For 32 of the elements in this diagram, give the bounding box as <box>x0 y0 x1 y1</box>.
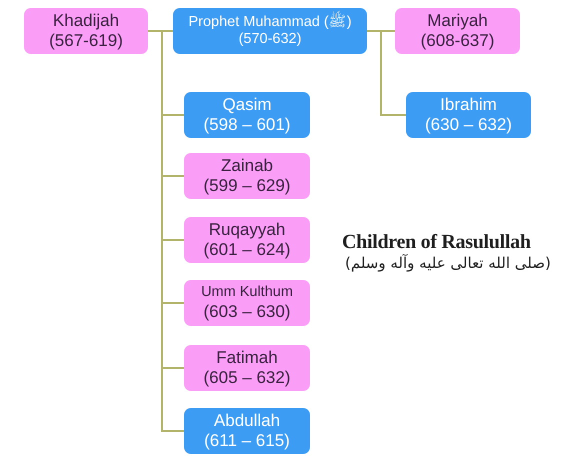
member-name: Zainab <box>221 156 273 176</box>
person-box <box>184 153 310 199</box>
life-dates: (599 – 629) <box>204 176 290 196</box>
person-box <box>24 8 148 54</box>
member-name: Umm Kulthum <box>201 284 293 302</box>
life-dates: (601 – 624) <box>204 240 290 260</box>
person-box <box>395 8 520 54</box>
life-dates: (605 – 632) <box>204 368 290 388</box>
person-box <box>184 408 310 454</box>
member-name: Abdullah <box>214 410 280 431</box>
person-box <box>173 8 367 54</box>
life-dates: (608-637) <box>420 31 494 52</box>
life-dates: (598 – 601) <box>204 115 290 136</box>
member-name: Qasim <box>222 94 272 115</box>
connector-line <box>380 30 406 116</box>
member-name: Ruqayyah <box>208 220 286 240</box>
person-box <box>184 345 310 391</box>
member-name: Fatimah <box>216 348 278 368</box>
life-dates: (567-619) <box>49 31 123 52</box>
person-box <box>406 92 531 138</box>
person-box <box>184 217 310 263</box>
life-dates: (611 – 615) <box>204 431 290 452</box>
member-name: Ibrahim <box>440 94 497 115</box>
life-dates: (630 – 632) <box>425 115 512 136</box>
member-name: Mariyah <box>427 10 488 31</box>
member-name: Khadijah <box>52 10 120 31</box>
life-dates: (603 – 630) <box>204 302 290 322</box>
life-dates: (570-632) <box>238 31 302 48</box>
diagram-title: Children of Rasulullah <box>342 231 531 254</box>
person-box <box>184 92 310 138</box>
honorific-text: (صلى الله تعالى عليه وآله وسلم) <box>345 254 551 272</box>
person-box <box>184 280 310 326</box>
